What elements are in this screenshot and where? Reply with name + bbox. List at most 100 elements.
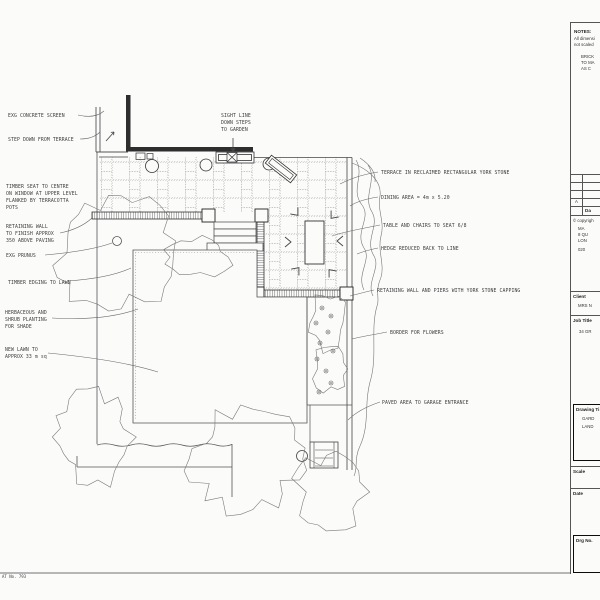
notes-line: TO MA [581, 60, 595, 65]
label-terrace-york: TERRACE IN RECLAIMED RECTANGULAR YORK ST… [381, 170, 509, 176]
corner-bench [264, 154, 298, 184]
terrace-paving [99, 157, 347, 290]
flower-center-dot [325, 370, 327, 372]
label-timber-edging: TIMBER EDGING TO LAWN [8, 280, 71, 286]
wall-fixtures [135, 152, 154, 160]
label-retaining-wall-3: 350 ABOVE PAVING [6, 238, 54, 244]
flower-border [306, 297, 352, 442]
house-wall [126, 95, 253, 152]
label-timber-seat-4: POTS [6, 205, 18, 211]
planting-canopies [51, 194, 371, 532]
title-block: NOTES: All dimensi not scaled BRICK TO M… [570, 22, 600, 574]
flower-symbol [317, 340, 323, 346]
leader-lines [44, 110, 388, 421]
terrace-steps [206, 221, 264, 252]
notes-line: BRICK [581, 54, 595, 59]
label-herbaceous-3: FOR SHADE [5, 324, 32, 330]
concrete-screen [95, 107, 128, 153]
flower-symbol [319, 305, 325, 311]
canopy-outline [312, 346, 349, 394]
label-paved-garage: PAVED AREA TO GARAGE ENTRANCE [382, 400, 469, 406]
canopy-outline [291, 450, 371, 532]
label-sight-line-1: SIGHT LINE [221, 113, 251, 119]
address-line: 8 QU [578, 232, 589, 237]
flower-center-dot [321, 307, 323, 309]
flower-symbol [314, 356, 320, 362]
canopy-outline [307, 294, 346, 355]
flower-symbol [313, 320, 319, 326]
flower-center-dot [319, 342, 321, 344]
label-sight-line-2: DOWN STEPS [221, 120, 251, 126]
flower-center-dot [330, 315, 332, 317]
label-dining-area: DINING AREA = 4m x 5.20 [381, 195, 450, 201]
flower-center-dot [315, 322, 317, 324]
revision-table-line [571, 206, 600, 207]
label-retaining-wall-1: RETAINING WALL [6, 224, 48, 230]
scale-label: Scale [573, 469, 586, 474]
label-step-down: STEP DOWN FROM TERRACE [8, 137, 74, 143]
label-herbaceous-1: HERBACEOUS AND [5, 310, 47, 316]
annotations-left: EXG CONCRETE SCREEN STEP DOWN FROM TERRA… [5, 113, 78, 360]
label-retaining-wall-2: TO FINISH APPROX [6, 231, 54, 237]
flower-center-dot [330, 382, 332, 384]
dining-table [304, 220, 325, 265]
notes-line: AS C [581, 66, 592, 71]
south-boundary [76, 443, 233, 497]
address-line: LON [578, 238, 587, 243]
notes-line: not scaled [574, 42, 594, 47]
client-value: MRS N [578, 303, 592, 308]
flower-symbol [328, 313, 334, 319]
label-herbaceous-2: SHRUB PLANTING [5, 317, 47, 323]
flower-center-dot [327, 331, 329, 333]
revision-table-line [571, 215, 600, 216]
label-new-lawn-1: NEW LAWN TO [5, 347, 38, 353]
drawing-title-box: Drawing Ti GARD LAND [573, 404, 600, 461]
flower-center-dot [318, 391, 320, 393]
address-line: MA [578, 226, 585, 231]
garage-paved-area [296, 441, 339, 469]
revision-table-line [571, 190, 600, 191]
label-concrete-screen: EXG CONCRETE SCREEN [8, 113, 65, 119]
job-title-divider [571, 315, 600, 316]
flower-symbol [330, 348, 336, 354]
drawing-title-value: GARD [582, 416, 595, 421]
lawn [132, 249, 308, 424]
label-timber-seat-1: TIMBER SEAT TO CENTRE [6, 184, 69, 190]
dining-chairs [284, 207, 344, 278]
notes-line: All dimensi [574, 36, 595, 41]
flower-symbol [323, 368, 329, 374]
label-timber-seat-2: ON WINDOW AT UPPER LEVEL [6, 191, 78, 197]
sight-line-arrow [230, 138, 236, 153]
label-hedge-reduced: HEDGE REDUCED BACK TO LINE [381, 246, 459, 252]
notes-heading: NOTES: [574, 29, 592, 34]
drg-no-label: Drg No. [576, 538, 593, 543]
drawing-title-label: Drawing Ti [576, 407, 600, 412]
canopy-outline [183, 404, 308, 517]
border-flowers [313, 305, 336, 395]
revision-table-line [571, 198, 600, 199]
annotation-sight-line: SIGHT LINE DOWN STEPS TO GARDEN [221, 113, 251, 133]
label-timber-seat-3: FLANKED BY TERRACOTTA [6, 198, 69, 204]
revision-date-header: Da [585, 208, 591, 213]
date-divider [571, 488, 600, 489]
flower-symbol [325, 329, 331, 335]
label-retaining-piers: RETAINING WALL AND PIERS WITH YORK STONE… [377, 288, 520, 294]
step-direction-arrow [105, 131, 115, 142]
job-title-label: Job Title [573, 318, 592, 323]
prunus-trunk [112, 236, 122, 246]
revision-letter: A [575, 199, 578, 204]
drain-marker [226, 152, 238, 163]
flower-symbol [316, 389, 322, 395]
revision-table-line [571, 174, 600, 175]
label-table-chairs: TABLE AND CHAIRS TO SEAT 6/8 [383, 223, 467, 229]
date-label: Date [573, 491, 583, 496]
label-new-lawn-2: APPROX 33 m sq [5, 354, 47, 360]
label-prunus: EXG PRUNUS [6, 253, 36, 259]
canopy-outline [51, 386, 137, 488]
client-label: Client [573, 294, 586, 299]
job-title-value: 34 GR [579, 329, 592, 334]
label-sight-line-3: TO GARDEN [221, 127, 248, 133]
revision-table-divider [582, 174, 583, 215]
label-border-flowers: BORDER FOR FLOWERS [390, 330, 444, 336]
